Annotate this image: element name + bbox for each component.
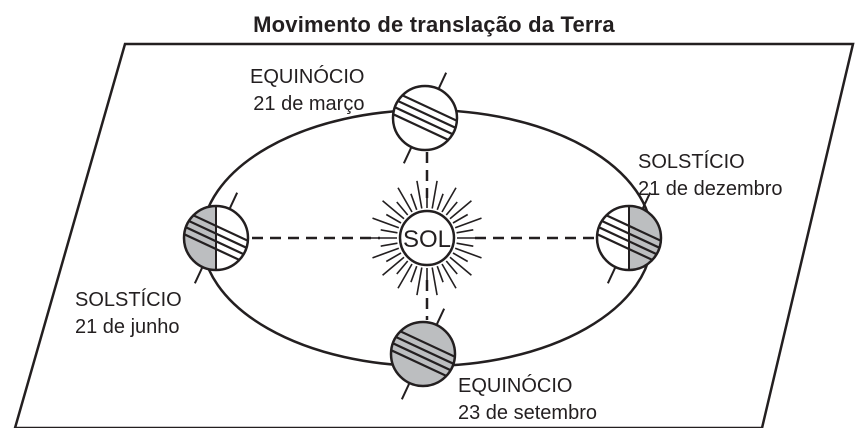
sun-ray: [396, 201, 409, 216]
sun-ray: [397, 263, 413, 289]
earth-outline: [389, 320, 457, 388]
earth-shadow: [629, 206, 661, 270]
sun-ray: [380, 242, 398, 247]
sun-ray: [372, 247, 400, 259]
latitude-line: [393, 94, 457, 148]
earth-outline: [182, 204, 250, 272]
sun-ray: [454, 217, 482, 229]
page-title: Movimento de translação da Terra: [253, 12, 615, 37]
sun-ray: [445, 201, 458, 216]
sun-ray: [449, 200, 472, 220]
label-march: EQUINÓCIO 21 de março: [250, 64, 364, 118]
latitude-line: [391, 336, 455, 386]
latitude-line: [184, 220, 248, 270]
latitude-line: [597, 220, 661, 270]
sun-ray: [436, 193, 444, 211]
earth-outline: [595, 204, 663, 272]
latitude-line: [184, 214, 248, 268]
earth-december: [595, 192, 663, 284]
sun-ray: [410, 193, 418, 211]
sun-ray: [436, 265, 444, 283]
earth-outline: [391, 84, 459, 152]
earth-june: [182, 192, 250, 284]
sun-ray: [416, 267, 423, 296]
sun-ray: [456, 242, 474, 247]
sun-ray: [441, 187, 457, 213]
label-march-event: EQUINÓCIO: [250, 66, 365, 88]
earth-disc: [393, 86, 457, 150]
latitude-line: [393, 88, 457, 141]
latitude-line: [597, 214, 661, 268]
label-september-event: EQUINÓCIO: [458, 375, 573, 397]
sun-ray: [410, 265, 418, 283]
sun-ray: [452, 213, 469, 224]
sun-ray: [397, 187, 413, 213]
sun-ray: [385, 252, 402, 263]
label-december-event: SOLSTÍCIO: [638, 151, 745, 173]
sun-ray: [452, 252, 469, 263]
sun-ray: [382, 200, 405, 220]
sun-ray: [396, 260, 409, 275]
sun-disc: [398, 209, 456, 267]
sun-ray: [382, 256, 405, 276]
sun-ray: [431, 180, 438, 209]
sun-ray: [431, 267, 438, 296]
label-december: SOLSTÍCIO 21 de dezembro: [638, 149, 783, 203]
sun-ray: [454, 247, 482, 259]
sun-ray: [456, 229, 474, 234]
sun-ray: [385, 213, 402, 224]
sun: SOL: [369, 180, 485, 296]
earth-march: [391, 72, 459, 164]
latitude-line: [597, 208, 661, 261]
sun-ray: [416, 180, 423, 209]
label-december-date: 21 de dezembro: [638, 178, 783, 200]
earth-september: [389, 308, 457, 400]
sun-ray: [372, 217, 400, 229]
sun-label: SOL: [403, 226, 451, 253]
sun-ray: [445, 260, 458, 275]
latitude-line: [184, 208, 248, 261]
sun-ray: [380, 229, 398, 234]
label-june-date: 21 de junho: [75, 316, 180, 338]
label-september-date: 23 de setembro: [458, 402, 597, 424]
latitude-line: [393, 100, 457, 150]
label-september: EQUINÓCIO 23 de setembro: [458, 373, 597, 427]
sun-ray: [441, 263, 457, 289]
latitude-line: [391, 330, 455, 384]
latitude-line: [391, 324, 455, 377]
earth-disc: [391, 322, 455, 386]
sun-ray: [449, 256, 472, 276]
label-june-event: SOLSTÍCIO: [75, 289, 182, 311]
connector-lines: [252, 152, 600, 320]
sun-rays: [369, 180, 485, 296]
label-june: SOLSTÍCIO 21 de junho: [75, 287, 182, 341]
label-march-date: 21 de março: [253, 93, 365, 115]
